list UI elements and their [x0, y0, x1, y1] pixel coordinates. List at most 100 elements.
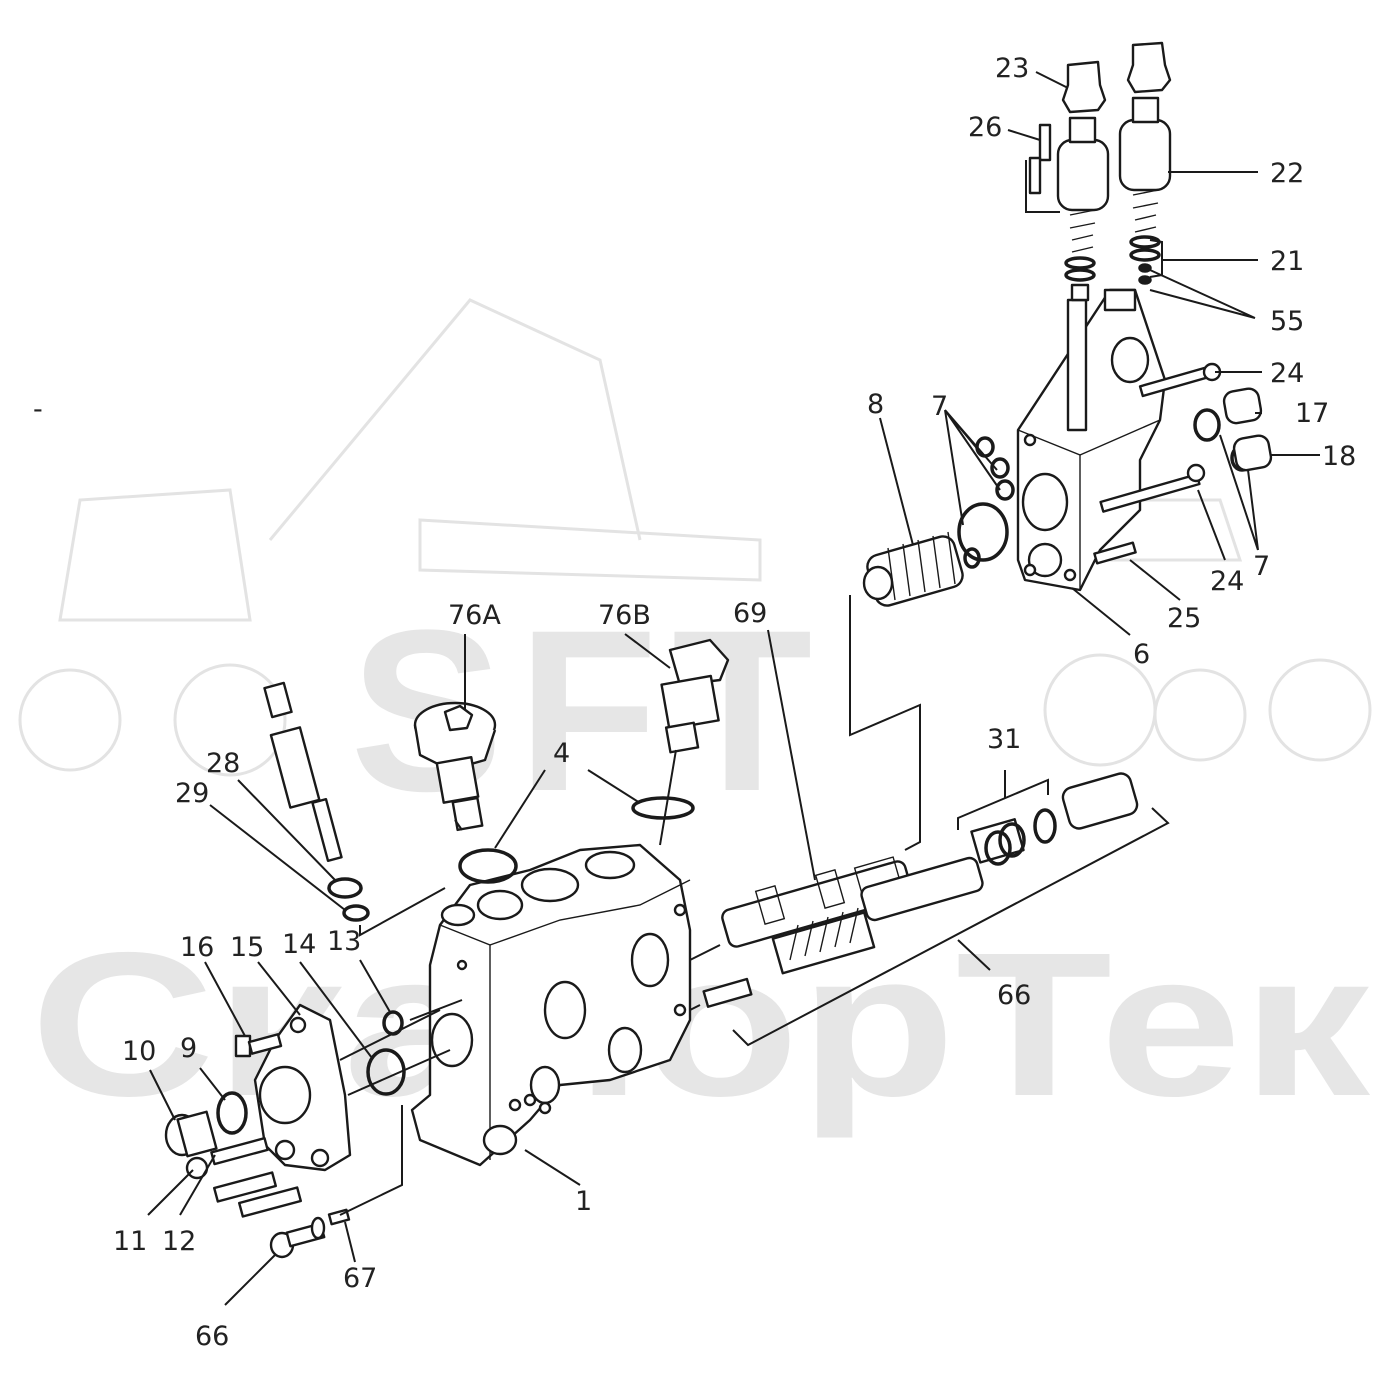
bolt-part-66-lower: [269, 1216, 326, 1259]
leader-28: [237, 779, 336, 881]
leader-24b: [1197, 489, 1226, 561]
leader-9: [199, 1067, 226, 1101]
callout-7b: 7: [1253, 551, 1270, 582]
leader-69: [767, 629, 816, 881]
callout-66b: 66: [195, 1321, 229, 1352]
parts: [164, 41, 1273, 1259]
bolt-head-part-24-lower: [1186, 463, 1206, 483]
callout-26: 26: [968, 112, 1002, 143]
assembly-line-76b: [659, 749, 677, 846]
solenoid-part-22-right: [1118, 96, 1172, 285]
plug-part-10: [164, 1110, 218, 1158]
callout-76b: 76B: [598, 600, 651, 631]
callout-28: 28: [206, 748, 240, 779]
callout-69: 69: [733, 598, 767, 629]
leader-23: [1035, 71, 1069, 89]
leader-66b: [224, 1254, 276, 1306]
leader-13: [359, 959, 391, 1013]
leader-55: [1149, 269, 1256, 319]
callout-16: 16: [180, 932, 214, 963]
plug-part-76b: [660, 638, 730, 754]
screw-part-25: [1093, 541, 1137, 565]
o-ring-part-4-left: [458, 848, 518, 884]
callout-8: 8: [867, 389, 884, 420]
connector-part-23-left: [1061, 60, 1107, 114]
callout-22: 22: [1270, 158, 1304, 189]
seal-ring-part-28: [342, 904, 370, 922]
leader-14: [299, 961, 373, 1059]
assembly-line-spring: [849, 595, 921, 851]
watermark-brand: СкайорТек: [30, 910, 1370, 1139]
callout-18: 18: [1322, 441, 1356, 472]
relief-cartridge-part-28: [263, 681, 343, 862]
callout-9: 9: [180, 1033, 197, 1064]
assembly-line-cover: [339, 999, 463, 1096]
leader-10: [149, 1069, 176, 1121]
callout-29: 29: [175, 778, 209, 809]
valve-body-part-1: [410, 843, 692, 1167]
callout-23: 23: [995, 53, 1029, 84]
leader-12: [179, 1154, 216, 1216]
callout-17: 17: [1295, 398, 1329, 429]
callout-6: 6: [1133, 639, 1150, 670]
callout-7a: 7: [931, 391, 948, 422]
callout-24b: 24: [1210, 566, 1244, 597]
leader-4b: [587, 769, 641, 804]
assembly-line-lower: [339, 1105, 403, 1216]
leader-16: [204, 961, 246, 1037]
o-ring-part-4-right: [631, 796, 695, 820]
callout-55: 55: [1270, 306, 1304, 337]
cover-plate-part-15: [253, 1003, 352, 1172]
washer-part-9: [216, 1091, 248, 1135]
callout-67: 67: [343, 1263, 377, 1294]
plug-part-76a: [413, 701, 497, 832]
spool-kit-part-31: [984, 772, 1139, 866]
bolts-lower-cover: [213, 1171, 302, 1218]
leader-7a: [944, 409, 1001, 526]
callout-4: 4: [553, 738, 570, 769]
leader-11: [147, 1169, 194, 1216]
leader-25: [1129, 559, 1181, 601]
pilot-block-part-6: [1016, 288, 1167, 592]
callout-66a: 66: [997, 980, 1031, 1011]
assembly-line-cartridge: [359, 887, 446, 937]
screw-part-12: [210, 1137, 269, 1166]
spool-part-69: [721, 856, 913, 948]
leader-31: [957, 770, 1049, 830]
solenoid-part-22-left: [1056, 116, 1110, 302]
screw-part-26-a: [1038, 123, 1052, 162]
o-ring-part-14: [366, 1048, 406, 1096]
watermark-machinery-graphic: [18, 298, 1372, 777]
seal-part-7-right-a: [1193, 408, 1221, 442]
leader-29: [209, 804, 346, 911]
leader-6: [1071, 587, 1131, 636]
callout-14: 14: [282, 929, 316, 960]
callout-21: 21: [1270, 246, 1304, 277]
leader-76b: [624, 633, 671, 669]
callout-10: 10: [122, 1036, 156, 1067]
spring-part-8: [862, 531, 964, 607]
stray-mark: -: [33, 394, 43, 425]
seal-ring-part-29: [327, 877, 363, 899]
leader-15: [257, 961, 301, 1016]
leader-7b: [1219, 434, 1259, 551]
leader-4a: [494, 769, 546, 849]
plug-part-17: [1222, 387, 1263, 425]
callout-13: 13: [327, 926, 361, 957]
assembly-line-spool: [689, 944, 721, 1011]
callout-labels: 1 4 6 7 7 8 9 10 11 12 13 14 15 16 17 18…: [113, 53, 1356, 1352]
callout-11: 11: [113, 1226, 147, 1257]
callout-76a: 76A: [448, 600, 501, 631]
leader-8: [879, 417, 914, 546]
callout-15: 15: [230, 932, 264, 963]
leader-67: [344, 1221, 356, 1263]
callout-1: 1: [575, 1186, 592, 1217]
callout-24a: 24: [1270, 358, 1304, 389]
callout-12: 12: [162, 1226, 196, 1257]
screw-part-26-b: [1028, 156, 1042, 195]
leader-66a: [732, 807, 1170, 1047]
leader-lines: [147, 71, 1320, 1306]
seals-part-7-left: [957, 436, 1015, 569]
connector-part-23-right: [1126, 41, 1172, 94]
